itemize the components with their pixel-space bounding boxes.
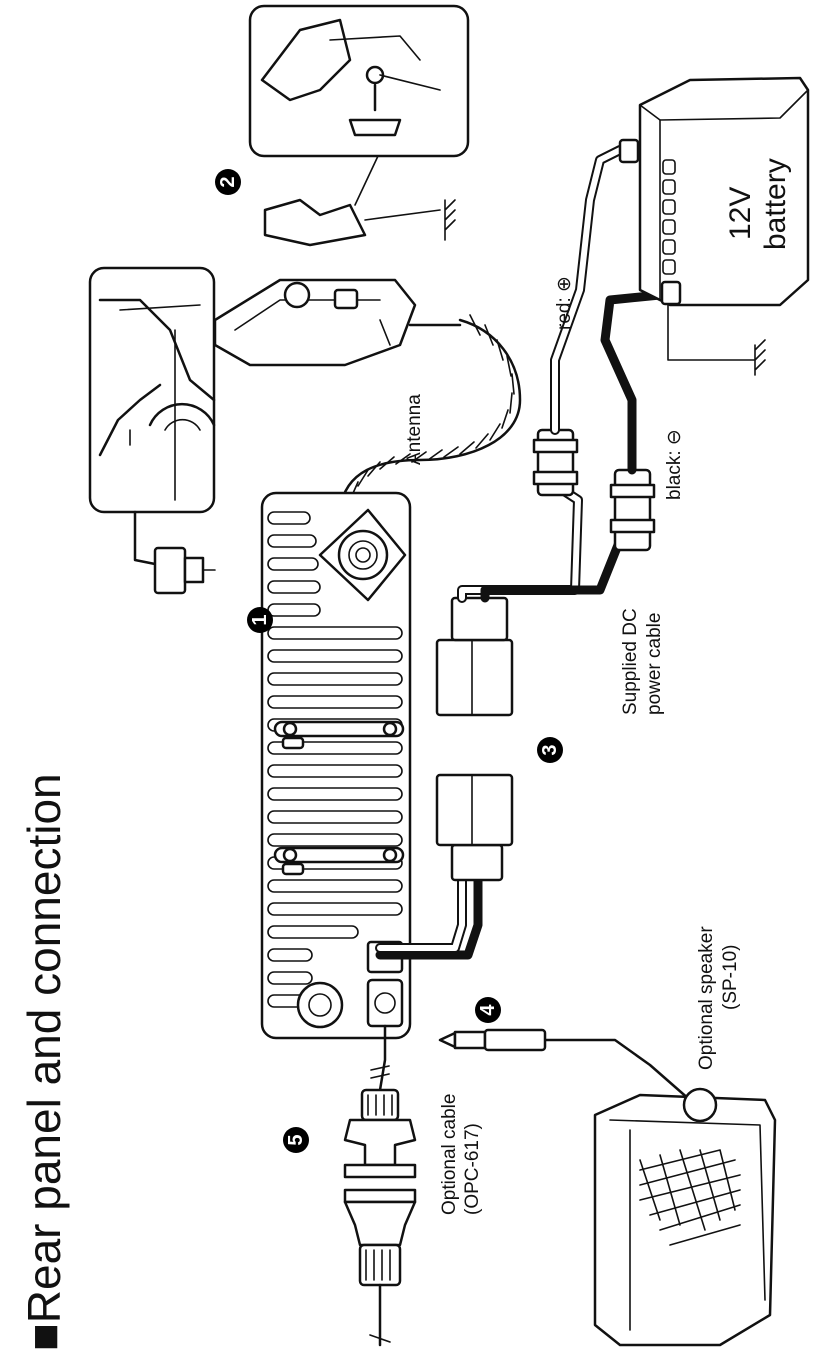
diagram-title: ■Rear panel and connection — [18, 773, 70, 1349]
callout-2: 2 — [215, 169, 241, 195]
antenna-label: Antenna — [404, 394, 425, 465]
svg-text:1: 1 — [249, 614, 271, 625]
svg-text:4: 4 — [477, 1004, 499, 1016]
black-wire-label: black: ⊖ — [664, 429, 685, 500]
battery-label-1: 12V — [724, 187, 757, 240]
optional-cable — [343, 1024, 417, 1347]
battery-label-2: battery — [759, 158, 792, 250]
callout-3: 3 — [537, 737, 563, 763]
svg-text:3: 3 — [539, 744, 561, 755]
callout-1: 1 — [247, 607, 273, 633]
battery — [618, 76, 810, 376]
dc-cable-label-2: power cable — [644, 613, 665, 715]
mic-coil-cord — [338, 314, 522, 514]
microphone — [213, 278, 417, 367]
optional-speaker — [438, 1028, 777, 1347]
speaker-label-2: (SP-10) — [720, 945, 741, 1010]
speaker-label-1: Optional speaker — [696, 926, 717, 1070]
callout-4: 4 — [475, 997, 501, 1023]
dc-cable-label-1: Supplied DC — [620, 608, 641, 715]
transceiver-rear-panel — [260, 491, 412, 1040]
dc-connector-cable-side — [435, 596, 514, 717]
antenna-cable — [133, 510, 162, 567]
dc-connector-radio-side — [375, 773, 514, 960]
red-wire-label: red: ⊕ — [554, 276, 575, 330]
dc-power-cable — [457, 145, 680, 603]
ground-inset — [248, 4, 470, 247]
callout-5: 5 — [283, 1127, 309, 1153]
antenna-plug — [153, 546, 216, 595]
optional-cable-label-1: Optional cable — [439, 1094, 460, 1215]
antenna-inset — [88, 266, 216, 514]
optional-cable-label-2: (OPC-617) — [462, 1123, 483, 1215]
svg-text:5: 5 — [285, 1134, 307, 1145]
svg-text:2: 2 — [217, 176, 239, 187]
